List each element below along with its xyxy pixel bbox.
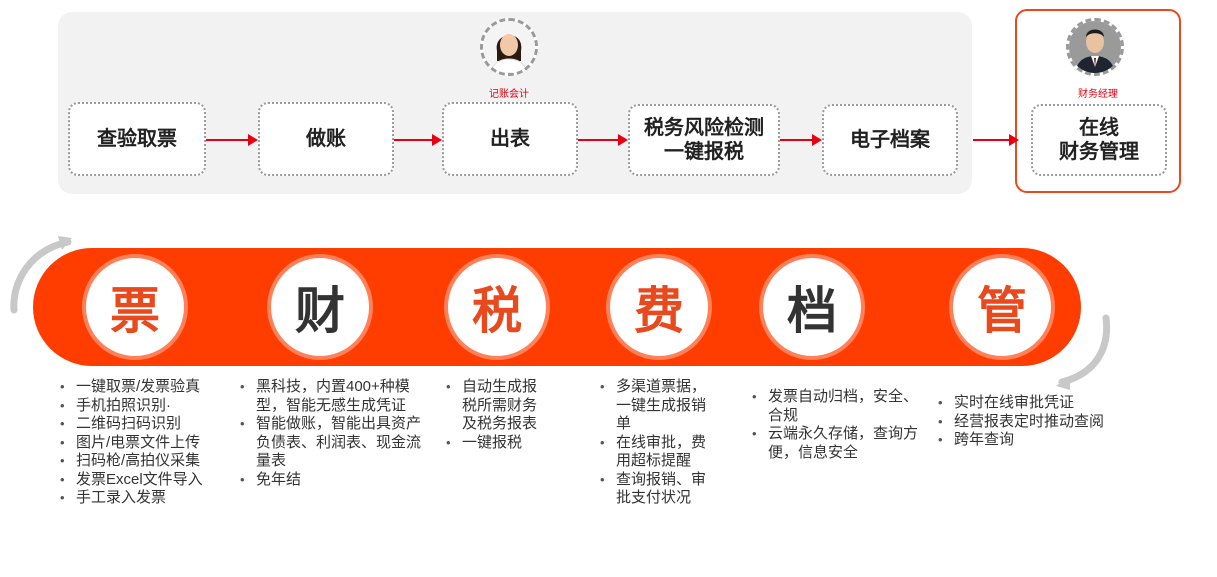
list-item: 实时在线审批凭证 [938, 394, 1120, 413]
list-item: 手机拍照识别· [60, 397, 220, 416]
management-feature-list: 实时在线审批凭证 经营报表定时推动查阅 跨年查询 [938, 394, 1120, 450]
flow-arrow [206, 134, 258, 146]
list-item: 发票自动归档，安全、合规 [752, 388, 922, 425]
list-item: 一键取票/发票验真 [60, 378, 220, 397]
pillar-circle-finance: 财 [271, 258, 369, 356]
list-item: 免年结 [240, 471, 422, 490]
step-reports: 出表 [442, 102, 578, 176]
list-item: 云端永久存储，查询方便，信息安全 [752, 425, 922, 462]
step-bookkeeping: 做账 [258, 102, 394, 176]
list-item: 图片/电票文件上传 [60, 434, 220, 453]
list-item: 一键报税 [446, 434, 546, 453]
pillar-circle-management: 管 [953, 258, 1051, 356]
accountant-label: 记账会计 [489, 89, 529, 100]
step-online-finance: 在线 财务管理 [1031, 104, 1167, 176]
list-item: 跨年查询 [938, 431, 1120, 450]
tax-feature-list: 自动生成报税所需财务及税务报表 一键报税 [446, 378, 546, 452]
list-item: 经营报表定时推动查阅 [938, 413, 1120, 432]
list-item: 发票Excel文件导入 [60, 471, 220, 490]
right-arc-decoration [1056, 314, 1111, 390]
pillar-circle-tax: 税 [448, 258, 546, 356]
left-arc-decoration [10, 236, 72, 314]
list-item: 二维码扫码识别 [60, 415, 220, 434]
flow-arrow [578, 134, 628, 146]
flow-arrow [973, 134, 1019, 146]
step-tax-risk: 税务风险检测 一键报税 [628, 104, 780, 176]
list-item: 在线审批，费用超标提醒 [600, 434, 708, 471]
list-item: 多渠道票据，一键生成报销单 [600, 378, 708, 434]
list-item: 黑科技，内置400+种模型，智能无感生成凭证 [240, 378, 422, 415]
invoice-feature-list: 一键取票/发票验真 手机拍照识别· 二维码扫码识别 图片/电票文件上传 扫码枪/… [60, 378, 220, 508]
man-portrait-icon [1069, 21, 1121, 73]
accountant-avatar [480, 18, 538, 76]
step-e-archive: 电子档案 [822, 104, 958, 176]
list-item: 智能做账，智能出具资产负债表、利润表、现金流量表 [240, 415, 422, 471]
list-item: 自动生成报税所需财务及税务报表 [446, 378, 546, 434]
step-check-invoice: 查验取票 [68, 102, 206, 176]
list-item: 查询报销、审批支付状况 [600, 471, 708, 508]
woman-portrait-icon [483, 21, 535, 73]
pillar-circle-archive: 档 [763, 258, 861, 356]
flow-arrow [394, 134, 442, 146]
pillar-circle-invoice: 票 [86, 258, 184, 356]
finance-feature-list: 黑科技，内置400+种模型，智能无感生成凭证 智能做账，智能出具资产负债表、利润… [240, 378, 422, 489]
list-item: 手工录入发票 [60, 489, 220, 508]
manager-label: 财务经理 [1078, 89, 1118, 100]
manager-avatar [1066, 18, 1124, 76]
expense-feature-list: 多渠道票据，一键生成报销单 在线审批，费用超标提醒 查询报销、审批支付状况 [600, 378, 708, 508]
pillars-band [33, 248, 1081, 366]
pillar-circle-expense: 费 [610, 258, 708, 356]
archive-feature-list: 发票自动归档，安全、合规 云端永久存储，查询方便，信息安全 [752, 388, 922, 462]
list-item: 扫码枪/高拍仪采集 [60, 452, 220, 471]
flow-arrow [780, 134, 822, 146]
